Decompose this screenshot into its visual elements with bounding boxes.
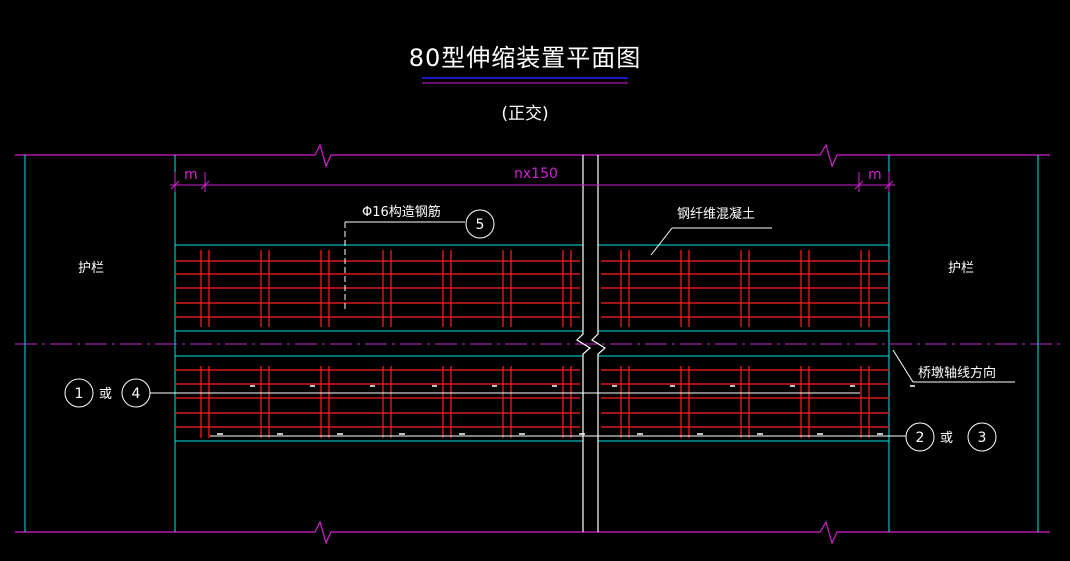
callout-5-number: 5 [476,217,485,233]
dimension-line [170,172,895,192]
concrete-leader [650,227,772,256]
dim-m-right: m [868,167,882,183]
concrete-label: 钢纤维混凝土 [677,206,755,222]
callout-3: 3 [967,422,997,452]
guardrail-left-label: 护栏 [78,261,104,276]
callout-4: 4 [121,378,151,408]
callout-4-number: 4 [132,386,141,402]
callout-1: 1 [64,378,94,408]
rebar-grid-bottom [175,366,889,438]
rebar-grid-top [175,250,889,327]
anchor-marks [217,385,915,435]
drawing-title: 80型伸缩装置平面图 [409,44,642,72]
callout-5: 5 [465,209,495,239]
dim-nx150: nx150 [514,166,558,182]
or-left: 或 [99,387,112,402]
top-boundary-line [15,143,1050,168]
rebar-label: Φ16构造钢筋 [362,204,441,220]
guardrail-right-label: 护栏 [948,261,974,276]
bottom-boundary-line [15,520,1050,545]
callout-1-number: 1 [75,386,84,402]
expansion-gap [576,155,607,532]
axis-direction-label: 桥墩轴线方向 [918,365,996,381]
axis-leader [892,349,1015,383]
or-right: 或 [940,431,953,446]
guardrail-outlines [24,155,1039,532]
callout-2-number: 2 [916,430,925,446]
drawing-subtitle: (正交) [501,104,548,124]
dim-m-left: m [184,167,198,183]
rebar-leader [344,221,465,310]
deck-band-lines [175,244,889,442]
callout-3-number: 3 [978,430,987,446]
callout-2: 2 [905,422,935,452]
